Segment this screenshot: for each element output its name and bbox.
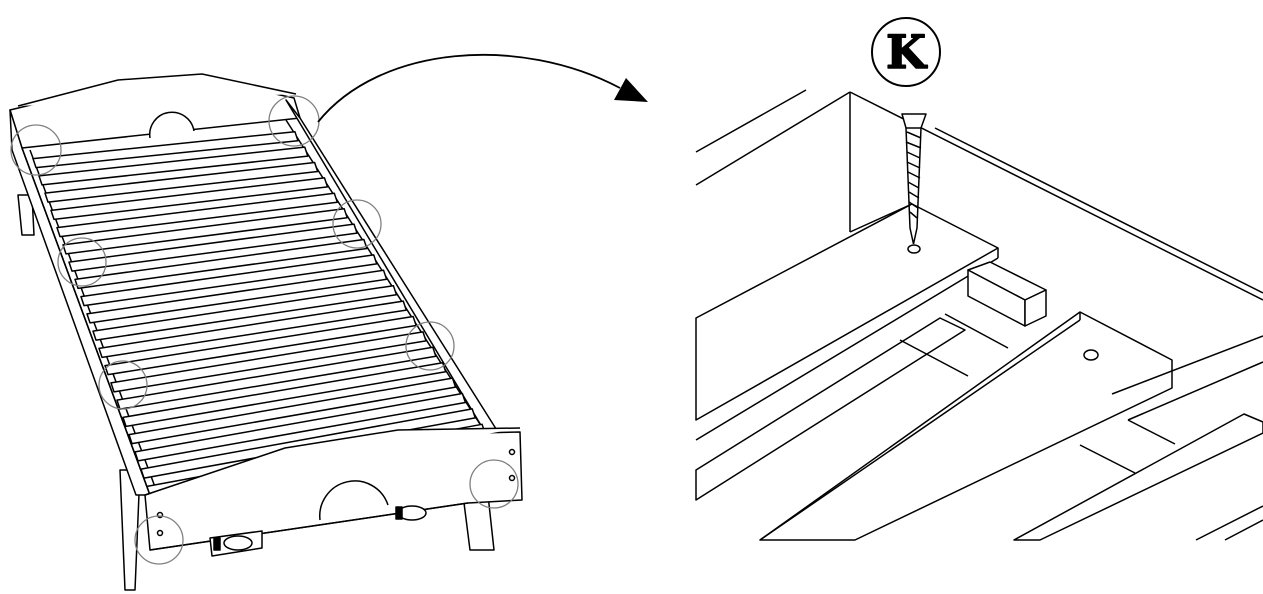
bed-slat: [32, 130, 299, 169]
highlight-circle: [98, 360, 148, 410]
bed-slat: [110, 331, 427, 393]
bed-slat: [56, 192, 339, 238]
bed-slat: [128, 377, 457, 445]
bed-slat: [98, 300, 408, 359]
footboard: [144, 427, 523, 557]
bed-slat: [116, 346, 437, 410]
detail-view: K: [695, 17, 1263, 541]
screw-location-highlights: [10, 95, 519, 565]
bed-slat: [44, 161, 319, 203]
highlight-circle: [10, 124, 62, 176]
part-label-badge: K: [871, 17, 941, 87]
bed-slat: [134, 392, 467, 462]
dowel-block-icon: [967, 261, 1047, 327]
bed-slat: [140, 408, 476, 479]
bed-slat: [86, 269, 388, 324]
part-label: K: [886, 25, 928, 79]
support-cleat: [695, 203, 999, 441]
highlight-circle: [57, 237, 107, 287]
bed-slat: [50, 177, 329, 221]
highlight-circle: [134, 515, 184, 565]
arrow-icon: [317, 53, 648, 123]
bed-legs: [17, 194, 495, 591]
bed-slat: [122, 361, 447, 428]
screw-icon: [901, 113, 927, 245]
bed-frame-overview: [9, 73, 523, 591]
bed-slat: [80, 254, 378, 307]
bed-slat: [38, 146, 309, 186]
highlight-circle: [332, 199, 382, 249]
bed-slat: [104, 315, 417, 376]
bed-slat: [62, 207, 348, 255]
bed-slat: [68, 223, 358, 272]
highlight-circle: [405, 321, 455, 371]
highlight-circle: [469, 459, 519, 509]
detail-slats: [695, 311, 1263, 541]
bed-slat: [92, 284, 398, 341]
